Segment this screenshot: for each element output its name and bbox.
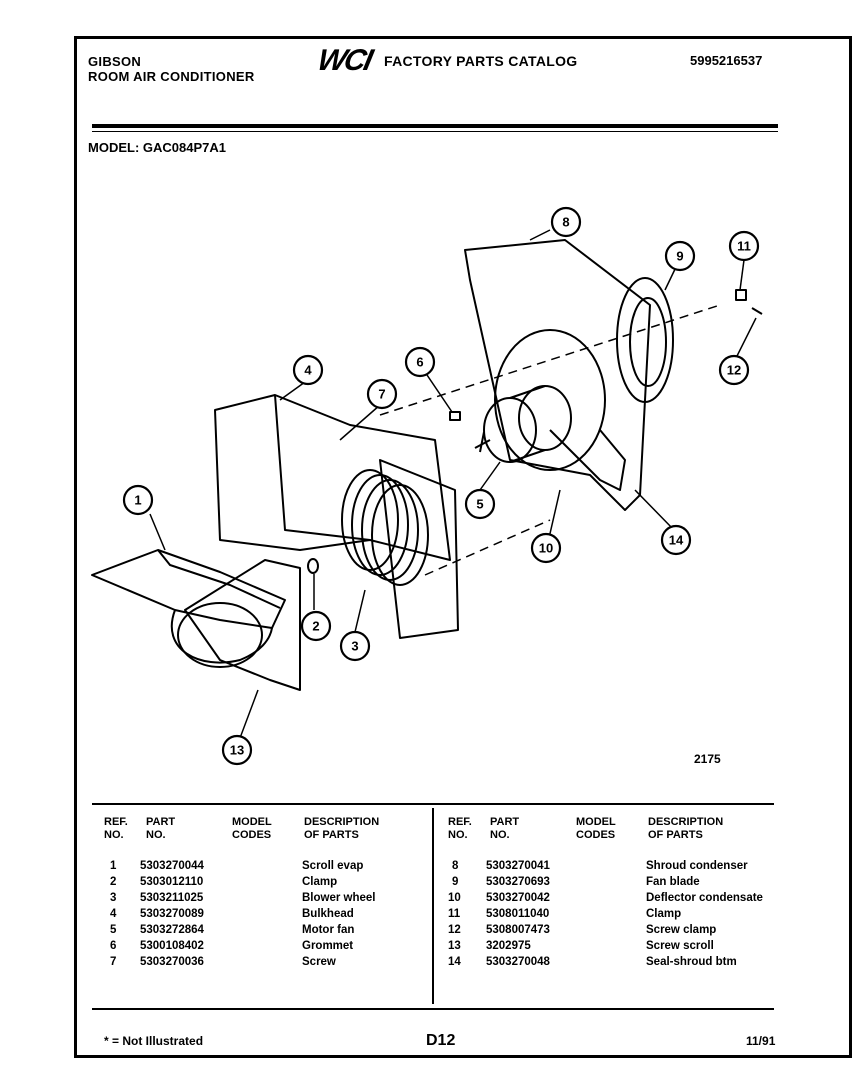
model-label: MODEL: <box>88 140 140 155</box>
col-codes-left: MODEL CODES <box>232 816 272 841</box>
page-frame <box>74 36 852 1058</box>
svg-text:6: 6 <box>416 355 423 370</box>
footer-date: 11/91 <box>746 1034 776 1048</box>
page-number: D12 <box>426 1032 456 1049</box>
bulkhead-edge <box>274 394 371 541</box>
scroll-evap-curve <box>170 609 273 664</box>
svg-text:13: 13 <box>230 743 244 758</box>
clamp-small-part <box>735 289 747 301</box>
svg-text:1: 1 <box>134 493 141 508</box>
col-part-right: PART NO. <box>490 816 520 841</box>
motor-fan-part <box>474 385 572 463</box>
callout-5: 5 <box>464 488 496 520</box>
callout-10: 10 <box>530 532 562 564</box>
callout-14: 14 <box>660 524 692 556</box>
svg-text:14: 14 <box>669 533 684 548</box>
shroud-condenser-part <box>464 239 651 511</box>
callout-11: 11 <box>728 230 760 262</box>
svg-text:8: 8 <box>562 215 569 230</box>
figure-number: 2175 <box>694 752 721 766</box>
scroll-evap-edge <box>157 549 281 609</box>
col-desc-right: DESCRIPTION OF PARTS <box>648 816 724 841</box>
catalog-number: 5995216537 <box>690 53 763 68</box>
scroll-evap-part <box>91 549 286 629</box>
col-ref-right: REF. NO. <box>448 816 472 841</box>
callout-7: 7 <box>366 378 398 410</box>
footer-note: * = Not Illustrated <box>104 1034 204 1048</box>
model-line: MODEL: GAC084P7A1 <box>88 140 226 155</box>
table-divider <box>432 808 434 1004</box>
callout-4: 4 <box>292 354 324 386</box>
grommet-part <box>449 411 461 421</box>
header-rule-thick <box>92 124 778 128</box>
table-top-rule <box>92 803 774 805</box>
catalog-title: FACTORY PARTS CATALOG <box>384 53 578 69</box>
callout-3: 3 <box>339 630 371 662</box>
leader-lines <box>149 229 757 739</box>
assembly-lines <box>379 304 721 576</box>
svg-text:3: 3 <box>351 639 358 654</box>
header-rule-thin <box>92 131 778 132</box>
col-ref-left: REF. NO. <box>104 816 128 841</box>
callout-13: 13 <box>221 734 253 766</box>
model-value: GAC084P7A1 <box>142 140 227 155</box>
svg-text:2: 2 <box>312 619 319 634</box>
col-codes-right: MODEL CODES <box>576 816 616 841</box>
callout-1: 1 <box>122 484 154 516</box>
svg-text:12: 12 <box>727 363 741 378</box>
exploded-parts-diagram: 1 2 3 4 5 6 7 8 9 10 11 12 13 14 <box>91 206 763 766</box>
table-bottom-rule <box>92 1008 774 1010</box>
header-brand-block: GIBSON ROOM AIR CONDITIONER <box>88 54 255 84</box>
brand-name: GIBSON <box>88 54 142 69</box>
deflector-part <box>549 429 626 491</box>
scroll-opening <box>177 602 263 668</box>
fan-blade-part <box>616 277 674 403</box>
svg-text:11: 11 <box>737 239 751 254</box>
col-desc-left: DESCRIPTION OF PARTS <box>304 816 380 841</box>
callout-2: 2 <box>300 610 332 642</box>
callout-8: 8 <box>550 206 582 238</box>
callout-markers: 1 2 3 4 5 6 7 8 9 10 11 12 13 14 <box>122 206 760 766</box>
bulkhead-part <box>214 394 451 561</box>
callout-12: 12 <box>718 354 750 386</box>
callout-9: 9 <box>664 240 696 272</box>
scroll-front-part <box>184 559 301 691</box>
blower-housing-part <box>379 459 459 639</box>
product-name: ROOM AIR CONDITIONER <box>88 69 255 84</box>
shroud-opening <box>494 329 606 471</box>
callout-6: 6 <box>404 346 436 378</box>
clamp-part <box>307 558 319 574</box>
svg-text:7: 7 <box>378 387 385 402</box>
svg-text:5: 5 <box>476 497 483 512</box>
svg-text:10: 10 <box>539 541 553 556</box>
svg-text:9: 9 <box>676 249 683 264</box>
col-part-left: PART NO. <box>146 816 176 841</box>
wci-logo: WCI <box>314 44 374 77</box>
blower-wheel-part <box>341 469 429 586</box>
svg-text:4: 4 <box>304 363 312 378</box>
fan-blade-hub <box>629 297 667 387</box>
screw-clamp-part <box>751 307 763 315</box>
